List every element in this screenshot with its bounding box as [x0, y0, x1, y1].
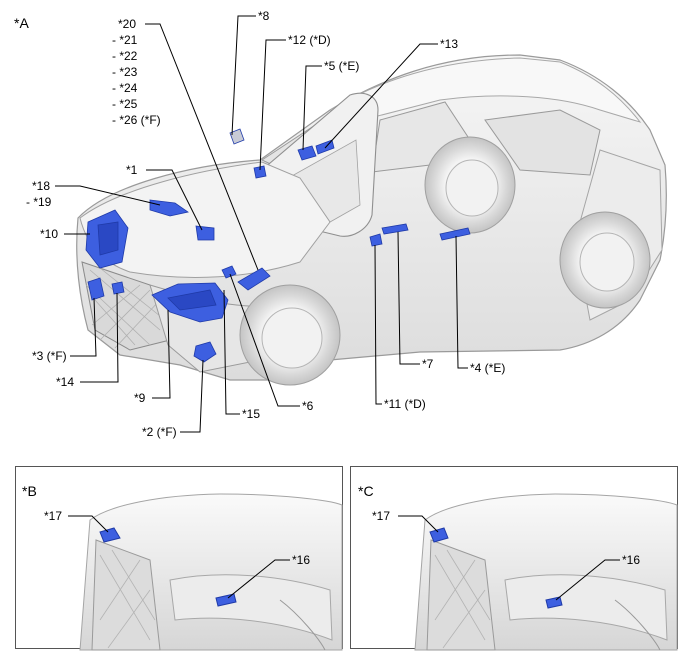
callout-8: *8	[258, 9, 270, 23]
view-label-c: *C	[358, 483, 374, 499]
component-12	[253, 165, 267, 179]
callout-23: - *23	[112, 65, 138, 79]
component-2	[193, 341, 217, 363]
callout-5: *5 (*E)	[324, 59, 360, 73]
panel-c-component-16	[545, 596, 563, 609]
rear-wheel	[559, 211, 651, 309]
component-3	[87, 277, 105, 301]
callout-19: - *19	[26, 195, 52, 209]
panel-c-component-17	[429, 527, 449, 543]
component-8	[229, 128, 245, 145]
callout-24: - *24	[112, 81, 138, 95]
callout-18: *18	[32, 179, 51, 193]
callout-3: *3 (*F)	[32, 349, 67, 363]
callout-4: *4 (*E)	[470, 361, 506, 375]
panel-c-callout-17: *17	[372, 509, 391, 523]
component-6	[221, 265, 237, 279]
callout-6: *6	[302, 399, 314, 413]
component-18	[149, 199, 189, 217]
callout-10: *10	[40, 227, 59, 241]
callout-2: *2 (*F)	[142, 425, 177, 439]
component-1	[195, 225, 215, 241]
callout-11: *11 (*D)	[384, 397, 426, 411]
panel-c-callout-16: *16	[622, 553, 641, 567]
view-label-a: *A	[14, 15, 29, 31]
leader-lines	[55, 15, 468, 433]
panel-b-callout-17: *17	[44, 509, 63, 523]
callout-7: *7	[422, 357, 434, 371]
callout-9: *9	[134, 391, 146, 405]
callout-25: - *25	[112, 97, 138, 111]
callout-20: *20	[118, 17, 137, 31]
component-14	[111, 281, 125, 295]
panel-b-callout-16: *16	[292, 553, 311, 567]
callout-21: - *21	[112, 33, 138, 47]
highlighted-components	[85, 128, 471, 363]
panel-b-component-17	[99, 527, 121, 543]
component-7	[381, 223, 409, 235]
panel-c	[350, 466, 678, 651]
component-4	[439, 227, 471, 241]
panel-b	[15, 466, 343, 651]
component-11	[369, 233, 383, 247]
callout-1: *1	[126, 163, 138, 177]
component-20	[237, 267, 271, 291]
front-wheel	[239, 284, 341, 386]
panel-b-component-16	[215, 593, 237, 607]
spare-tire	[424, 136, 516, 234]
callout-14: *14	[56, 375, 75, 389]
view-label-b: *B	[22, 483, 37, 499]
callout-15: *15	[242, 407, 261, 421]
callout-12: *12 (*D)	[288, 33, 331, 47]
callout-13: *13	[440, 37, 459, 51]
callout-22: - *22	[112, 49, 138, 63]
component-5	[297, 145, 317, 161]
vehicle-body	[76, 54, 667, 381]
callout-26: - *26 (*F)	[112, 113, 161, 127]
